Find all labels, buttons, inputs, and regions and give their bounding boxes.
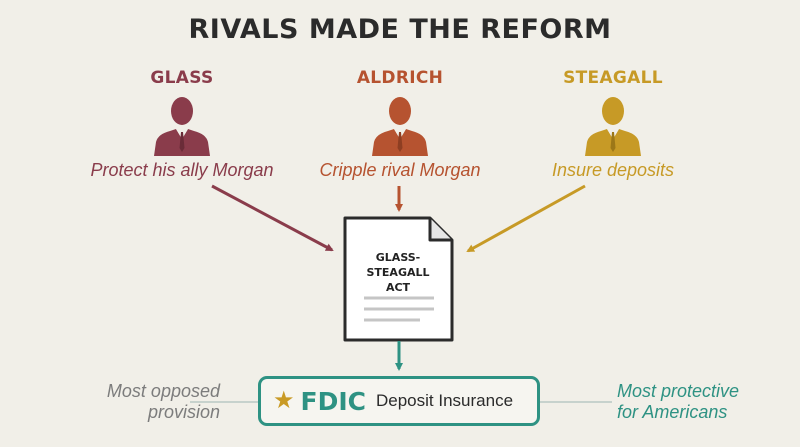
person-icon xyxy=(372,97,428,156)
fdic-subtitle: Deposit Insurance xyxy=(376,391,514,410)
note-most-opposed: Most opposed provision xyxy=(40,381,220,423)
arrow-steagall xyxy=(466,184,586,253)
document-icon xyxy=(343,216,454,342)
star-icon: ★ xyxy=(273,387,295,414)
note-most-protective: Most protective for Americans xyxy=(617,381,787,423)
person-icon xyxy=(154,97,210,156)
actor-glass: GLASS Protect his ally Morgan xyxy=(72,68,292,181)
actor-steagall: STEAGALL Insure deposits xyxy=(503,68,723,181)
actor-name: STEAGALL xyxy=(563,68,663,88)
note-line: provision xyxy=(147,402,220,422)
act-title: GLASS-STEAGALL ACT xyxy=(346,250,450,295)
page-title: RIVALS MADE THE REFORM xyxy=(188,14,612,45)
fdic-box: ★ FDIC Deposit Insurance xyxy=(258,376,540,426)
actor-name: ALDRICH xyxy=(356,68,444,88)
actor-name: GLASS xyxy=(150,68,214,88)
actor-motive: Cripple rival Morgan xyxy=(319,160,481,180)
arrow-glass xyxy=(211,184,334,252)
note-line: Most protective xyxy=(617,381,740,401)
person-icon xyxy=(585,97,641,156)
act-title-line1: GLASS-STEAGALL xyxy=(366,251,430,279)
actor-motive: Insure deposits xyxy=(551,160,675,180)
note-line: Most opposed xyxy=(106,381,220,401)
actor-aldrich: ALDRICH Cripple rival Morgan xyxy=(290,68,510,181)
fdic-label: FDIC xyxy=(300,386,366,416)
act-title-line2: ACT xyxy=(385,281,411,294)
note-line: for Americans xyxy=(617,402,728,422)
actor-motive: Protect his ally Morgan xyxy=(90,160,274,180)
